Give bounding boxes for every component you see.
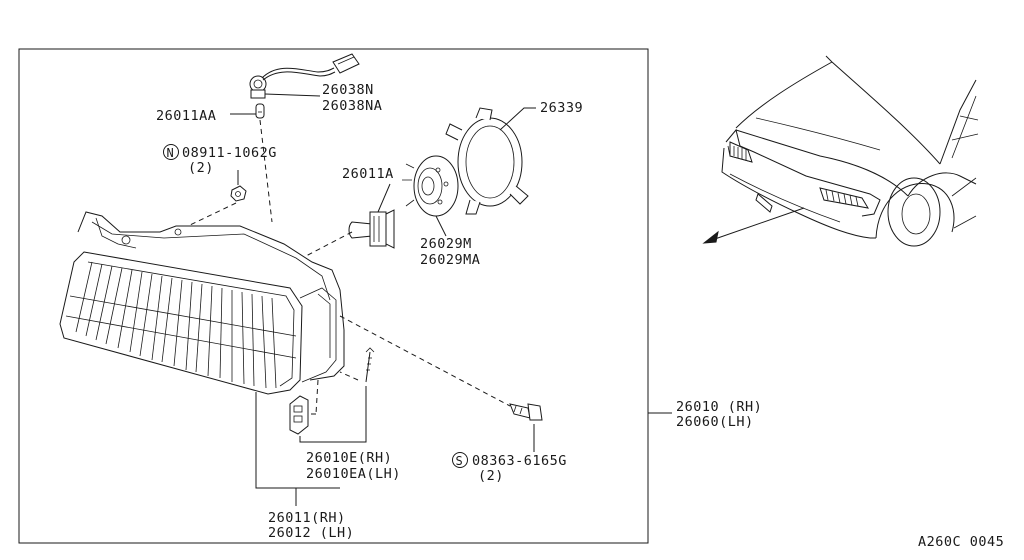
car-front-drawing <box>721 55 979 247</box>
locking-ring-drawing <box>445 107 529 215</box>
label-bracket-lh: 26010EA(LH) <box>306 466 401 482</box>
socket-harness-drawing <box>249 53 360 99</box>
figure-code: A260C 0045 <box>918 534 1004 550</box>
main-bulb-drawing <box>348 209 395 249</box>
small-screw-drawing <box>365 347 375 383</box>
parts-frame <box>18 48 649 544</box>
bolt-drawing <box>509 403 543 421</box>
label-small-bulb: 26011AA <box>156 108 216 124</box>
label-socket-lh: 26038NA <box>322 98 382 114</box>
label-nut-part: 08911-1062G <box>182 145 277 161</box>
label-socket-rh: 26038N <box>322 82 374 98</box>
nut-drawing <box>230 185 247 202</box>
label-main-bulb: 26011A <box>342 166 394 182</box>
label-assembly-rh: 26010 (RH) <box>676 399 762 415</box>
label-bolt-qty: (2) <box>478 468 504 484</box>
label-retainer-rh: 26029M <box>420 236 472 252</box>
label-ring: 26339 <box>540 100 583 116</box>
label-lens-rh: 26011(RH) <box>268 510 346 526</box>
small-bulb-drawing <box>255 103 265 119</box>
headlamp-housing-drawing <box>59 211 345 395</box>
label-assembly-lh: 26060(LH) <box>676 414 754 430</box>
locator-arrow <box>702 207 805 244</box>
label-bolt-part: 08363-6165G <box>472 453 567 469</box>
bolt-symbol-letter: S <box>456 454 464 468</box>
label-retainer-lh: 26029MA <box>420 252 480 268</box>
nut-symbol-letter: N <box>167 146 175 160</box>
label-lens-lh: 26012 (LH) <box>268 525 354 541</box>
bolt-symbol-circle <box>452 452 468 468</box>
retainer-drawing <box>402 155 459 217</box>
nut-symbol-circle <box>163 144 179 160</box>
label-bracket-rh: 26010E(RH) <box>306 450 392 466</box>
label-nut-qty: (2) <box>188 160 214 176</box>
bracket-drawing <box>289 395 309 435</box>
